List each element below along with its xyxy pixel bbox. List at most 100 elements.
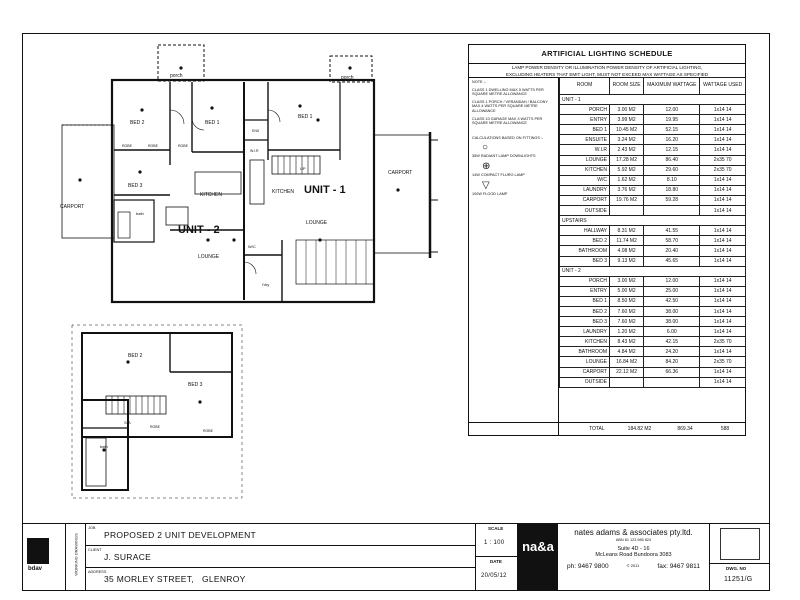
scale-cell: SCALE 1 : 100: [476, 524, 518, 557]
max-cell: 58.70: [643, 235, 701, 247]
size-cell: 17.28 M2: [608, 154, 645, 166]
firm-phone: ph: 9467 9800: [567, 563, 609, 570]
size-cell: 9.13 M2: [608, 255, 645, 267]
address-label: ADDRESS: [88, 570, 107, 574]
note-calc: CALCULATIONS BASED ON FITTINGS :-: [472, 135, 544, 140]
used-cell: 1x14 14: [699, 376, 746, 388]
client-value: J. SURACE: [104, 552, 152, 562]
total-max: 869.34: [677, 426, 693, 432]
naa-logo-cell: na&a: [518, 524, 558, 590]
total-size: 184.82 M2: [627, 426, 652, 432]
client-cell: CLIENT J. SURACE: [86, 546, 476, 568]
downlight-symbol-icon: ○: [482, 142, 489, 154]
stamp-cell: [710, 524, 770, 564]
max-cell: 8.10: [643, 174, 701, 186]
size-cell: 10.45 M2: [608, 124, 645, 136]
scale-label: SCALE: [488, 526, 504, 531]
label-carport-left: CARPORT: [60, 204, 84, 210]
firm-cell: nates adams & associates pty.ltd. ABN 61…: [558, 524, 710, 590]
title-block: bdav WORKING DRAWINGS JOB PROPOSED 2 UNI…: [22, 523, 770, 591]
used-cell: 1x14 14: [699, 316, 746, 328]
used-cell: 2x35 70: [699, 356, 746, 368]
schedule-section-row: UNIT - 1: [559, 93, 746, 106]
job-value: PROPOSED 2 UNIT DEVELOPMENT: [104, 530, 257, 540]
schedule-subtitle: LAMP POWER DENSITY OR ILLUMINATION POWER…: [469, 64, 745, 78]
used-cell: 2x35 70: [699, 154, 746, 166]
bdav-logo-cell: bdav: [22, 524, 66, 590]
label-robe-1: ROBE: [148, 144, 159, 148]
label-porch-unit1: porch: [341, 75, 354, 81]
max-cell: 20.40: [643, 245, 701, 257]
label-ldry: l'dry: [262, 282, 269, 287]
job-label: JOB: [88, 526, 96, 530]
size-cell: 5.92 M2: [608, 164, 645, 176]
size-cell: 22.12 M2: [608, 366, 645, 378]
total-row: TOTAL 184.82 M2 869.34 588: [469, 422, 745, 435]
dwg-value: 11251/G: [724, 576, 753, 583]
size-cell: 8.50 M2: [608, 295, 645, 307]
used-cell: 1x14 14: [699, 326, 746, 338]
max-cell: 86.40: [643, 154, 701, 166]
max-cell: [643, 376, 701, 388]
used-cell: 2x35 70: [699, 164, 746, 176]
room-cell: KITCHEN: [559, 336, 610, 348]
room-cell: PORCH: [559, 275, 610, 287]
max-cell: 38.00: [643, 305, 701, 318]
firm-abn: ABN 61 123 985 824: [615, 538, 652, 542]
used-cell: 1x14 14: [699, 245, 746, 257]
cfl-symbol-icon: ⊕: [482, 160, 491, 172]
max-cell: 12.00: [643, 104, 701, 116]
used-cell: 1x14 14: [699, 134, 746, 146]
size-cell: 3.00 M2: [608, 104, 645, 116]
naa-logo-icon: na&a: [522, 539, 554, 554]
used-cell: 1x14 14: [699, 124, 746, 136]
total-label: TOTAL: [589, 426, 605, 432]
firm-name: nates adams & associates pty.ltd.: [574, 528, 693, 537]
label-up: UP: [300, 166, 306, 171]
room-cell: W.I.R: [559, 144, 610, 156]
header-room: ROOM: [559, 77, 610, 95]
size-cell: 11.74 M2: [608, 235, 645, 247]
used-cell: 1x14 14: [699, 205, 746, 217]
room-cell: OUTSIDE: [559, 205, 610, 217]
label-bed1-unit1: BED 1: [298, 114, 313, 120]
room-cell: KITCHEN: [559, 164, 610, 176]
label-bath-unit2: bath: [136, 211, 144, 216]
size-cell: 5.00 M2: [608, 285, 645, 297]
used-cell: 1x14 14: [699, 194, 746, 207]
schedule-table: ROOM ROOM SIZE MAXIMUM WATTAGE WATTAGE U…: [559, 77, 746, 388]
used-cell: 1x14 14: [699, 275, 746, 287]
note-heading: NOTE :-: [472, 80, 486, 84]
room-cell: BED 2: [559, 305, 610, 318]
used-cell: 1x14 14: [699, 305, 746, 318]
size-cell: 3.00 M2: [608, 275, 645, 287]
size-cell: 3.76 M2: [608, 184, 645, 196]
label-ens: ENS: [252, 129, 260, 133]
room-cell: W/C: [559, 174, 610, 186]
size-cell: 7.60 M2: [608, 316, 645, 328]
firm-fax: fax: 9467 9811: [657, 563, 700, 570]
used-cell: 1x14 14: [699, 285, 746, 297]
used-cell: 1x14 14: [699, 366, 746, 378]
note-downlight: 35W RADIANT LAMP DOWNLIGHTS: [472, 154, 536, 159]
schedule-subtitle-line2: EXCLUDING HEATERS THAT EMIT LIGHT, MUST …: [505, 71, 709, 77]
used-cell: 1x14 14: [699, 295, 746, 307]
room-cell: CARPORT: [559, 194, 610, 207]
note-class1: CLASS 1 DWELLING MAX 5 WATTS PER SQUARE …: [472, 87, 544, 97]
header-used: WATTAGE USED: [699, 77, 746, 95]
firm-street: McLeans Road Bundoora 3083: [595, 552, 672, 558]
bdav-text: bdav: [28, 566, 43, 572]
